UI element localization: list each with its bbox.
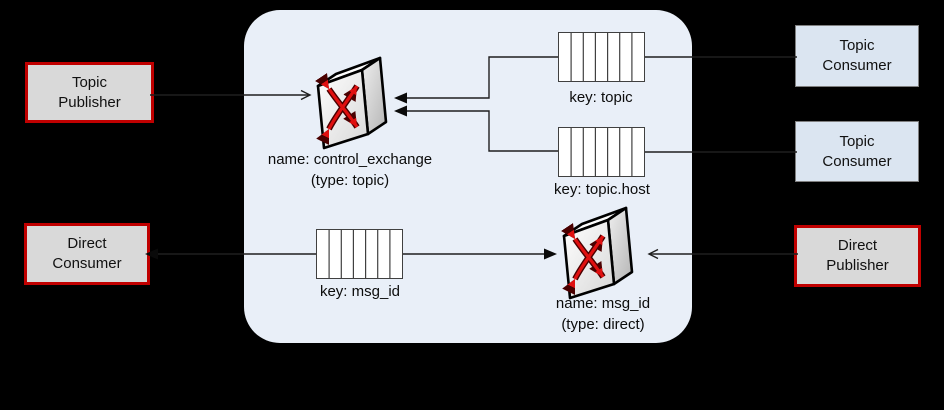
control-exchange-icon bbox=[312, 54, 392, 150]
node-topic-publisher: Topic Publisher bbox=[25, 62, 154, 123]
node-label: Topic Publisher bbox=[58, 73, 121, 111]
node-label: Direct Publisher bbox=[826, 237, 889, 274]
node-label: Direct Consumer bbox=[52, 235, 122, 272]
queue-segments-icon bbox=[570, 128, 633, 176]
node-direct-publisher: Direct Publisher bbox=[794, 225, 921, 287]
queue-msg-id bbox=[316, 229, 403, 279]
exchange-type-label: (type: topic) bbox=[310, 172, 390, 189]
queue-segments-icon bbox=[570, 33, 633, 81]
exchange-type-label: (type: direct) bbox=[561, 316, 645, 333]
queue-topic-label: key: topic bbox=[569, 89, 633, 106]
exchange-name-label: name: control_exchange bbox=[267, 151, 433, 168]
queue-msg-id-label: key: msg_id bbox=[319, 283, 401, 300]
node-label: Topic Consumer bbox=[822, 37, 892, 74]
queue-topic bbox=[558, 32, 645, 82]
node-direct-consumer: Direct Consumer bbox=[24, 223, 150, 285]
msg-id-exchange-label: name: msg_id (type: direct) bbox=[488, 293, 718, 335]
msg-id-exchange-icon bbox=[558, 204, 638, 300]
queue-topic-host bbox=[558, 127, 645, 177]
queue-topic-host-label: key: topic.host bbox=[554, 181, 650, 198]
node-topic-consumer-1: Topic Consumer bbox=[795, 25, 919, 87]
exchange-name-label: name: msg_id bbox=[555, 295, 651, 312]
control-exchange-label: name: control_exchange (type: topic) bbox=[235, 149, 465, 191]
node-label: Topic Consumer bbox=[822, 132, 892, 170]
queue-segments-icon bbox=[328, 230, 391, 278]
node-topic-consumer-2: Topic Consumer bbox=[795, 121, 919, 182]
